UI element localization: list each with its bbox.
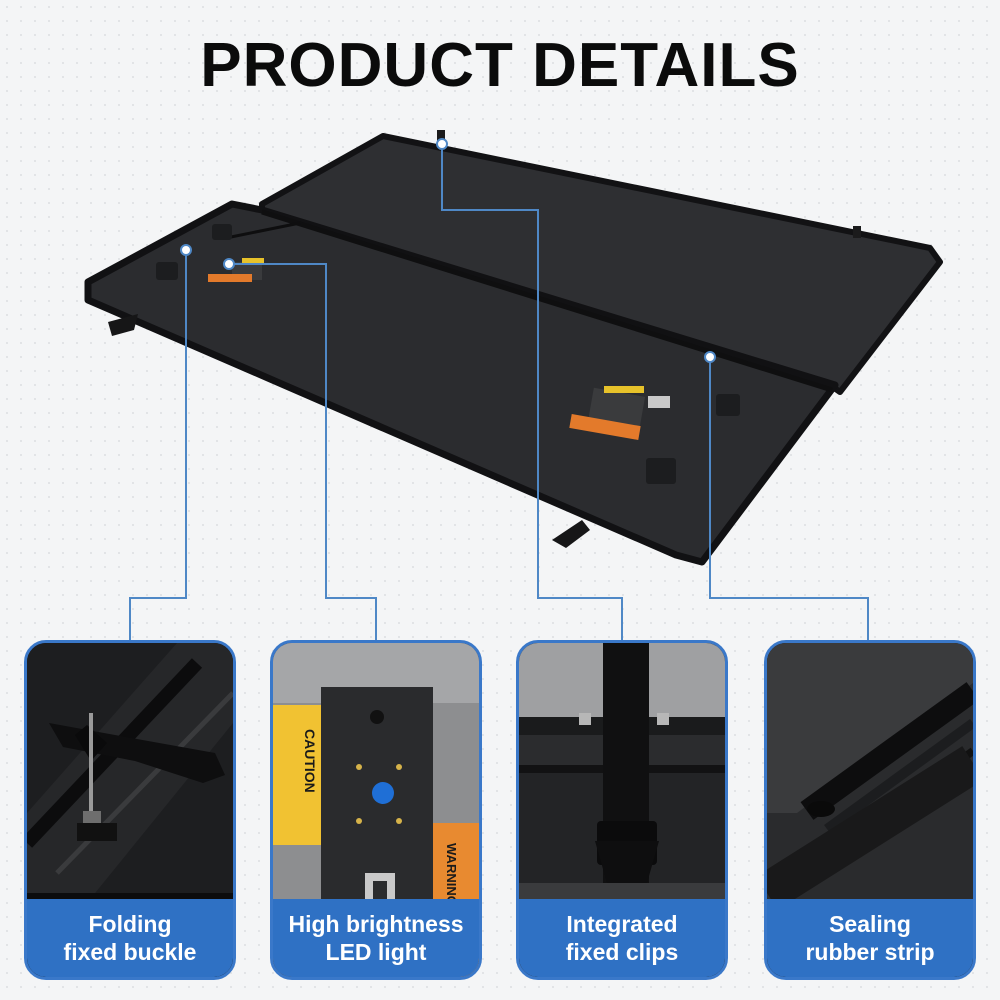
caution-text: CAUTION xyxy=(302,729,318,793)
warning-text: WARNING xyxy=(444,843,459,906)
feature-card-led-light: CAUTION WARNING High brightness LED ligh… xyxy=(270,640,482,980)
page-title: PRODUCT DETAILS xyxy=(200,31,800,100)
feature-card-folding-buckle: Folding fixed buckle xyxy=(24,640,236,980)
card-label: Folding fixed buckle xyxy=(27,899,233,977)
card-label: Integrated fixed clips xyxy=(519,899,725,977)
rubber-block xyxy=(716,394,740,416)
card-label: Sealing rubber strip xyxy=(767,899,973,977)
rubber-block xyxy=(646,458,676,484)
caution-label xyxy=(273,705,321,845)
rubber-block xyxy=(212,224,232,240)
led-bulb xyxy=(372,782,394,804)
card-label: High brightness LED light xyxy=(273,899,479,977)
rubber-block xyxy=(156,262,178,280)
feature-card-rubber-strip: Sealing rubber strip xyxy=(764,640,976,980)
feature-card-fixed-clips: Integrated fixed clips xyxy=(516,640,728,980)
tonneau-cover-image xyxy=(84,130,943,640)
